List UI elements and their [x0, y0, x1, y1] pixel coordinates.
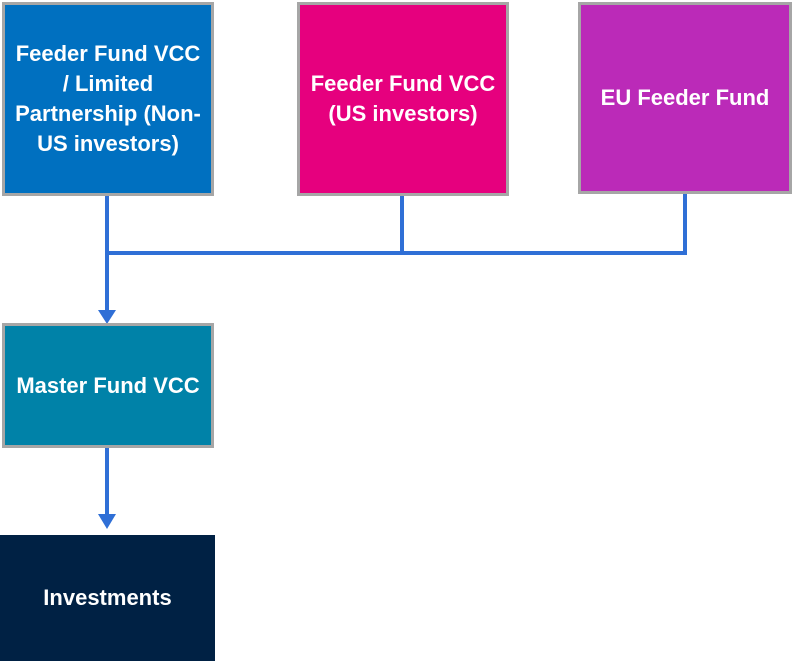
feeder-fund-us-label: Feeder Fund VCC (US investors)	[310, 71, 496, 126]
investments-label: Investments	[43, 585, 172, 610]
master-fund-label: Master Fund VCC	[16, 372, 200, 398]
arrowhead-to-investments	[98, 514, 116, 529]
feeder-fund-nonus-label: Feeder Fund VCC / Limited Partnership (N…	[15, 41, 201, 156]
eu-feeder-fund-label: EU Feeder Fund	[600, 85, 770, 110]
arrowhead-to-master	[98, 310, 116, 324]
feeder-fund-us-node: Feeder Fund VCC (US investors)	[297, 2, 509, 196]
feeder-fund-nonus-node: Feeder Fund VCC / Limited Partnership (N…	[2, 2, 214, 196]
investments-node: Investments	[0, 535, 215, 661]
eu-feeder-fund-node: EU Feeder Fund	[578, 2, 792, 194]
master-fund-node: Master Fund VCC	[2, 323, 214, 448]
